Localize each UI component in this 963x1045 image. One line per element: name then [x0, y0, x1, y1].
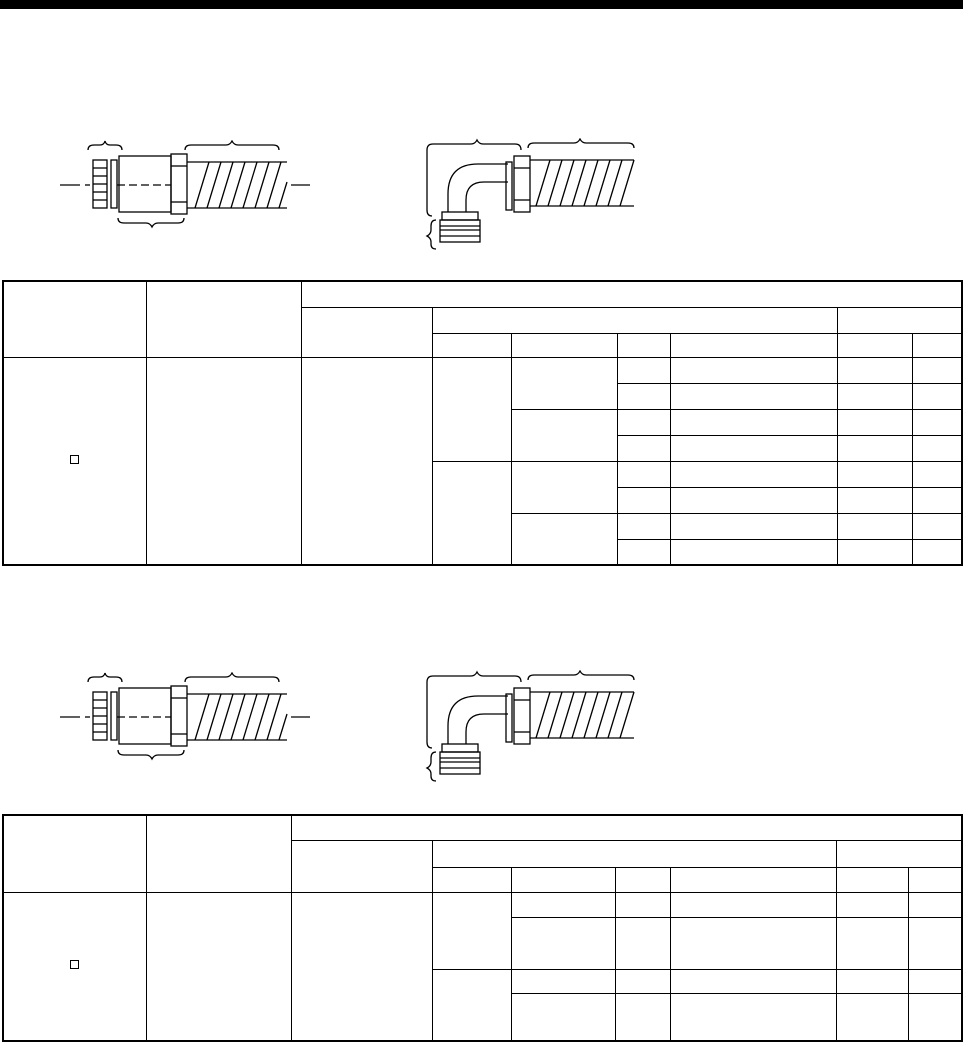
header-cell — [145, 280, 302, 358]
table-row — [3, 382, 963, 410]
brace-bottom — [117, 217, 185, 229]
spec-table-2 — [2, 814, 963, 1042]
table-row — [3, 916, 963, 970]
page-header-bar — [0, 0, 963, 9]
brace-left-bottom — [425, 219, 437, 250]
header-cell — [836, 306, 963, 334]
table-cell — [145, 356, 302, 566]
header-cell — [836, 332, 913, 358]
header-cell — [431, 839, 837, 868]
header-cell — [431, 306, 838, 334]
table-cell — [616, 356, 671, 384]
table-row — [2, 356, 963, 566]
header-cell — [616, 332, 671, 358]
header-cell — [300, 280, 963, 308]
table-cell — [300, 356, 433, 566]
table-cell — [836, 356, 913, 384]
table-cell — [290, 891, 433, 1042]
table-row — [3, 992, 963, 1042]
small-square-icon — [70, 960, 80, 970]
table-row — [3, 968, 963, 1042]
straight-connector-diagram-1 — [60, 140, 310, 229]
header-cell — [510, 332, 618, 358]
table-cell — [431, 891, 512, 970]
elbow-connector-diagram-1 — [425, 138, 635, 250]
small-square-icon — [70, 454, 80, 464]
header-cell — [290, 814, 963, 841]
elbow-connector-diagram-2 — [425, 670, 635, 782]
header-cell — [2, 280, 147, 358]
table-cell — [669, 356, 838, 384]
table-row — [2, 891, 963, 1042]
brace-top-left — [87, 140, 123, 151]
table-cell — [431, 356, 512, 462]
header-cell — [911, 332, 963, 358]
table-cell — [145, 891, 292, 1042]
header-cell — [431, 332, 512, 358]
model-cell — [2, 356, 147, 566]
header-cell — [669, 332, 838, 358]
header-cell — [300, 306, 433, 358]
brace-right-top — [527, 138, 635, 149]
table-cell — [911, 356, 963, 384]
header-cell — [145, 814, 292, 893]
table-row — [3, 538, 963, 566]
spec-table-1 — [2, 280, 963, 566]
table-row — [3, 460, 963, 566]
header-cell — [835, 839, 963, 868]
brace-left-top — [426, 138, 522, 217]
header-cell — [2, 814, 147, 893]
straight-connector-diagram-2 — [60, 672, 310, 761]
table-row — [3, 434, 963, 462]
header-cell — [290, 839, 433, 893]
table-cell — [510, 356, 618, 410]
brace-top-right — [184, 140, 280, 151]
model-cell — [2, 891, 147, 1042]
